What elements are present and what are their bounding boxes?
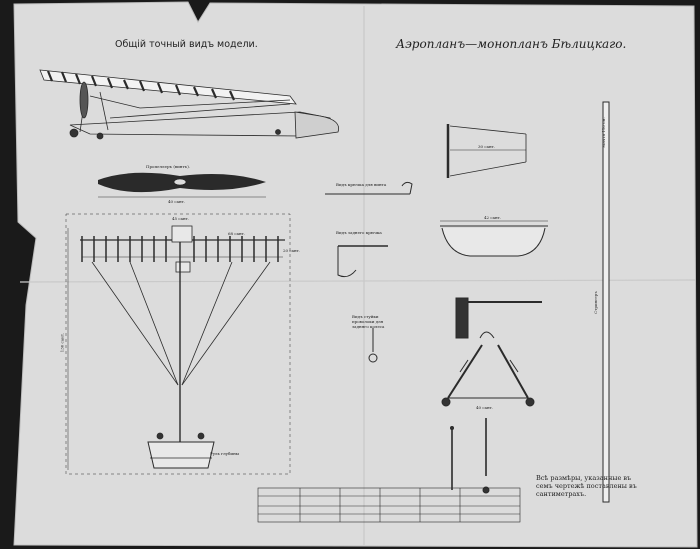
hooks-drawing	[325, 181, 413, 363]
wing-half-dim: 68 сант.	[228, 231, 246, 236]
wing-section-drawing	[446, 124, 527, 178]
general-view-drawing	[39, 69, 339, 140]
stringer-label: Стрингеръ	[592, 291, 598, 314]
dimensions-note: Всѣ размѣры, указанные въ семъ чертежѣ п…	[536, 474, 637, 498]
propeller-label: Пропеллеръ (винтъ).	[146, 164, 191, 169]
rod-drawing	[602, 101, 610, 503]
airplane-title: Аэропланъ—монопланъ Бѣлицкаго.	[396, 37, 627, 51]
hull-drawing	[440, 220, 548, 257]
scale-bar	[257, 487, 521, 523]
rear-hook-label: Видъ заднего крючка	[336, 230, 382, 235]
rudder-label: Руль глубины	[210, 451, 239, 456]
plan-view-drawing	[65, 213, 291, 475]
wing-depth-dim: 20 сант.	[283, 248, 301, 253]
landing-gear-drawing	[441, 297, 542, 494]
propeller-drawing	[98, 172, 266, 198]
rod-mast-label: Мачта 110 см.	[600, 117, 606, 148]
length-dim: 130 сант.	[59, 332, 65, 353]
general-view-title: Общiй точный видъ модели.	[115, 39, 258, 50]
tail-width-dim: 30 сант.	[478, 144, 496, 149]
wire-strut-label: Видъ стуйки проволоки для задняго колеса	[352, 314, 385, 329]
wing-span-dim: 45 сант.	[172, 216, 190, 221]
front-hook-label: Видъ крючка для винта	[336, 182, 387, 187]
hull-width-dim: 42 сант.	[484, 215, 502, 220]
gear-width-dim: 40 сант.	[476, 405, 494, 410]
prop-width-dim: 40 сант.	[168, 199, 186, 204]
